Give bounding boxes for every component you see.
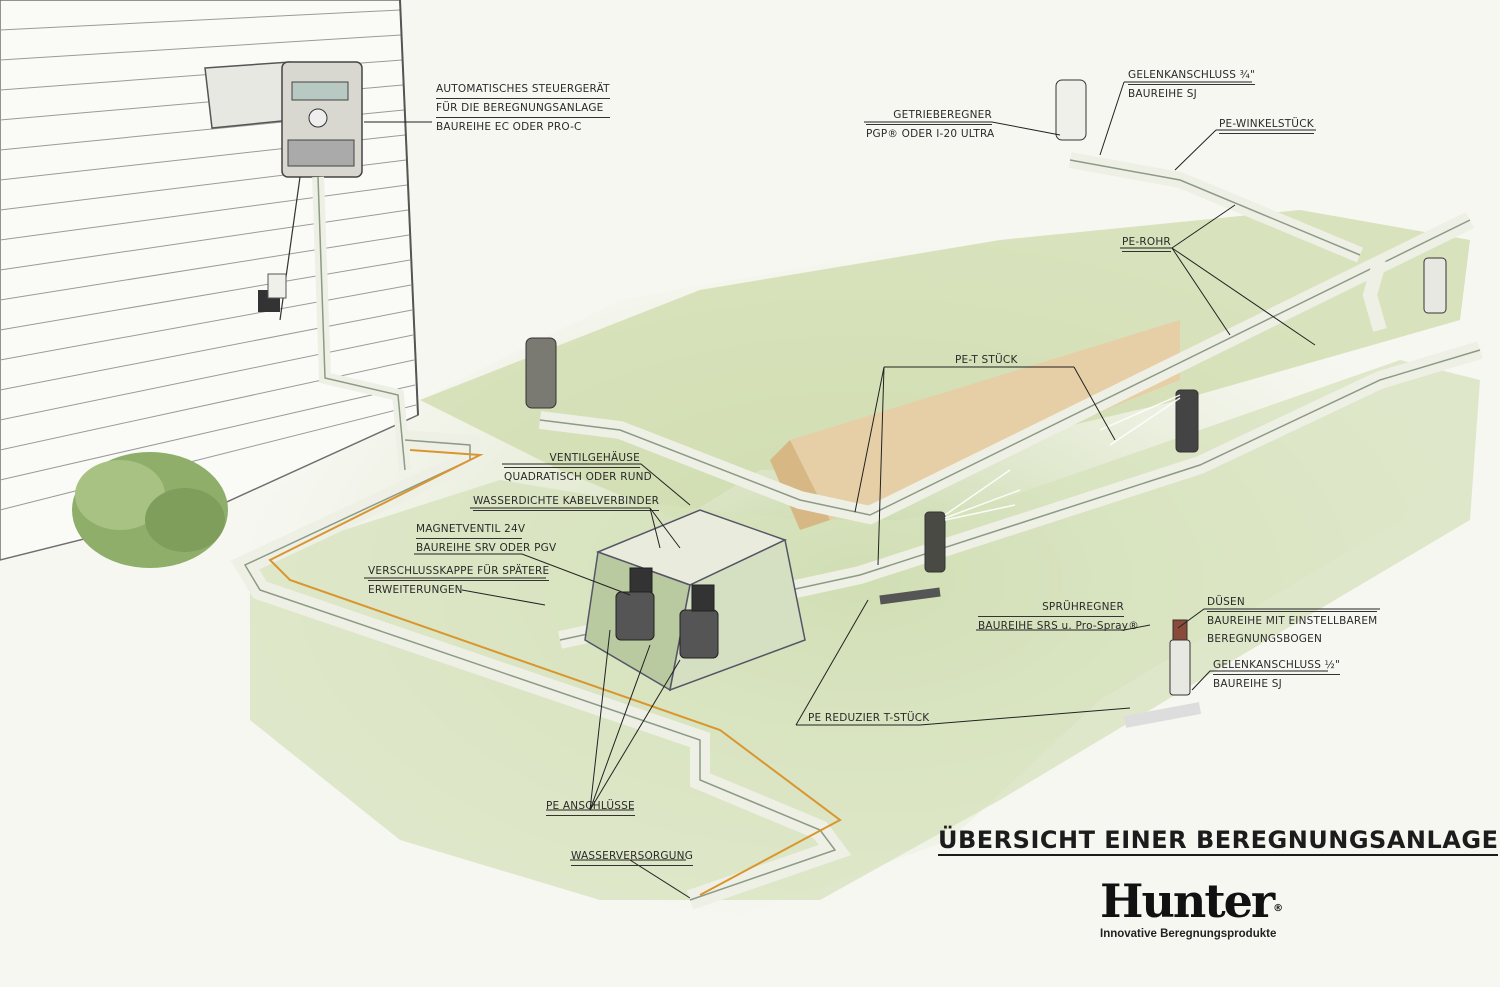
supply-pipes (230, 430, 852, 910)
valve-box-label: VENTILGEHÄUSE QUADRATISCH ODER RUND (504, 449, 652, 486)
swing-joint-34-label-line-1: GELENKANSCHLUSS ¾" (1128, 66, 1256, 85)
wire-connectors-label: WASSERDICHTE KABELVERBINDER (473, 492, 660, 511)
swing-joint-34-label: GELENKANSCHLUSS ¾" BAUREIHE SJ (1128, 66, 1256, 103)
shrub (72, 452, 228, 568)
spray-water (944, 394, 1181, 521)
page-title: ÜBERSICHT EINER BEREGNUNGSANLAGE (938, 826, 1499, 856)
end-cap-label-line-2: ERWEITERUNGEN (368, 584, 463, 596)
controller-device (204, 61, 363, 321)
pe-fittings-label-text: PE ANSCHLÜSSE (546, 797, 635, 816)
solenoid-valves (615, 567, 719, 659)
spray-head-label-line-1: SPRÜHREGNER (978, 598, 1124, 617)
pe-fittings-label: PE ANSCHLÜSSE (546, 797, 635, 816)
end-cap-label-line-1: VERSCHLUSSKAPPE FÜR SPÄTERE (368, 562, 550, 581)
solenoid-valve-label: MAGNETVENTIL 24V BAUREIHE SRV ODER PGV (416, 520, 557, 557)
nozzles-label-line-3: BEREGNUNGSBOGEN (1207, 633, 1323, 645)
valve-box-label-line-1: VENTILGEHÄUSE (504, 449, 640, 468)
wire-connectors-label-text: WASSERDICHTE KABELVERBINDER (473, 492, 660, 511)
nozzles-label-line-2: BAUREIHE MIT EINSTELLBAREM (1207, 615, 1378, 627)
pe-tee-label: PE-T STÜCK (955, 351, 1018, 369)
water-supply-label: WASSERVERSORGUNG (571, 847, 694, 866)
brand-name: Hunter (1100, 874, 1275, 928)
solenoid-valve-label-line-2: BAUREIHE SRV ODER PGV (416, 542, 557, 554)
brand-mark: ® (1273, 903, 1284, 914)
brand-tagline: Innovative Beregnungsprodukte (1100, 928, 1277, 940)
pe-pipe-label-text: PE-ROHR (1122, 233, 1171, 252)
controller-label-line-3: BAUREIHE EC ODER PRO-C (436, 121, 582, 133)
spray-head-label: SPRÜHREGNER BAUREIHE SRS u. Pro-Spray® (978, 598, 1139, 635)
water-supply-label-text: WASSERVERSORGUNG (571, 847, 694, 866)
wall-conduit (312, 176, 411, 471)
brand-logo: Hunter® (1100, 876, 1283, 926)
pe-pipe-label: PE-ROHR (1122, 233, 1171, 252)
rotor-label-line-2: PGP® ODER I-20 ULTRA (866, 128, 995, 140)
controller-label-line-1: AUTOMATISCHES STEUERGERÄT (436, 80, 610, 99)
controller-label-line-2: FÜR DIE BEREGNUNGSANLAGE (436, 99, 610, 118)
controller-label: AUTOMATISCHES STEUERGERÄT FÜR DIE BEREGN… (436, 80, 610, 136)
rotor-label-line-1: GETRIEBEREGNER (866, 106, 992, 125)
pe-elbow-label-text: PE-WINKELSTÜCK (1219, 115, 1314, 134)
valve-box-label-line-2: QUADRATISCH ODER RUND (504, 471, 652, 483)
solenoid-valve-label-line-1: MAGNETVENTIL 24V (416, 520, 525, 539)
pe-tee-label-text: PE-T STÜCK (955, 354, 1018, 366)
nozzles-label-line-1: DÜSEN (1207, 593, 1378, 612)
swing-joint-34-label-line-2: BAUREIHE SJ (1128, 88, 1197, 100)
rotor-label: GETRIEBEREGNER PGP® ODER I-20 ULTRA (866, 106, 995, 143)
leader-lines (364, 81, 1380, 899)
swing-joint-12-label: GELENKANSCHLUSS ½" BAUREIHE SJ (1213, 656, 1341, 693)
spray-head-label-line-2: BAUREIHE SRS u. Pro-Spray® (978, 620, 1139, 632)
swing-joint-12-label-line-2: BAUREIHE SJ (1213, 678, 1282, 690)
pe-elbow-label: PE-WINKELSTÜCK (1219, 115, 1314, 134)
rotor-heads (525, 79, 1447, 453)
nozzles-label: DÜSEN BAUREIHE MIT EINSTELLBAREM BEREGNU… (1207, 593, 1378, 648)
reducer-tee-label-text: PE REDUZIER T-STÜCK (808, 712, 930, 724)
spray-heads (879, 511, 1202, 728)
reducer-tee-label: PE REDUZIER T-STÜCK (808, 709, 929, 727)
swing-joint-12-label-line-1: GELENKANSCHLUSS ½" (1213, 656, 1341, 675)
end-cap-label: VERSCHLUSSKAPPE FÜR SPÄTERE ERWEITERUNGE… (368, 562, 550, 599)
